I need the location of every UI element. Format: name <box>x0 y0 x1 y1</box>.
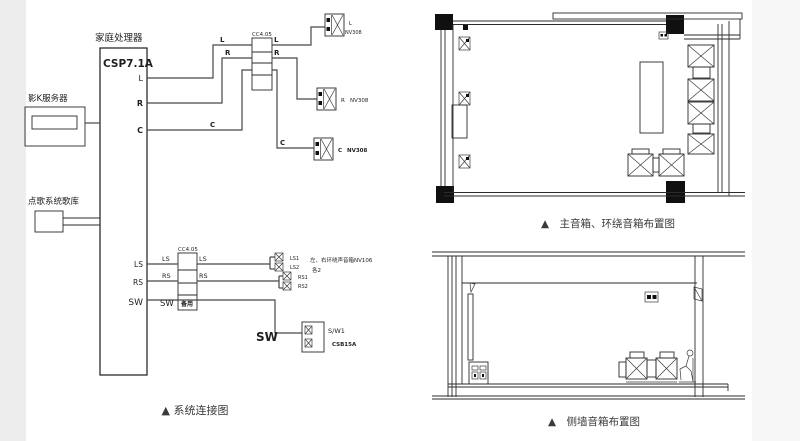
terminal-icon <box>318 101 322 105</box>
column <box>436 186 454 203</box>
elevation-structure <box>432 251 745 400</box>
port-rs: RS <box>133 278 143 287</box>
ls1-label: LS1 <box>290 256 299 262</box>
wire-r-out-label: R <box>274 49 280 57</box>
connection-diagram-caption: ▲ 系统连接图 <box>162 404 229 417</box>
wire-l-out-label: L <box>274 36 279 44</box>
column <box>666 181 685 203</box>
ls-in-label: LS <box>162 255 170 263</box>
av-server: 影K服务器 <box>24 93 100 147</box>
column <box>435 14 453 30</box>
door-hinge <box>463 25 468 30</box>
rs-in-label: RS <box>162 272 171 280</box>
surround-note-line1: 左、右环绕声音箱NV106 <box>310 256 373 264</box>
surround-speaker-icon <box>658 31 669 40</box>
speaker-l-model: NV308 <box>345 30 362 36</box>
rs2-label: RS2 <box>298 284 308 290</box>
subwoofer-model: CSB15A <box>332 342 357 348</box>
sw-big-label: SW <box>256 330 278 344</box>
seat-row-bottom <box>627 148 685 177</box>
subwoofer-label: S/W1 <box>328 327 345 335</box>
processor-box <box>99 47 148 376</box>
subwoofer-box: S/W1 CSB15A <box>301 321 357 353</box>
screen <box>467 293 474 361</box>
seated-person <box>679 349 696 383</box>
page-margin-left <box>0 0 26 441</box>
speaker-front-right: R NV308 <box>316 87 369 111</box>
wire-front-c: C C <box>147 69 314 149</box>
processor-model: CSP7.1A <box>103 58 154 70</box>
sw-in-label: SW <box>160 299 174 309</box>
column <box>666 15 684 34</box>
side-wall-elevation: ▲ 侧墙音箱布置图 <box>432 251 745 428</box>
port-c: C <box>137 126 143 135</box>
speaker-r-model: NV308 <box>350 98 369 104</box>
junction-spare-label: 备用 <box>180 300 193 308</box>
terminal-icon <box>318 92 322 96</box>
wall-speaker-icon <box>458 36 471 51</box>
plan-caption: ▲ 主音箱、环绕音箱布置图 <box>541 217 675 230</box>
plan-walls <box>440 12 745 197</box>
surround-ls-speaker-icon <box>274 252 284 272</box>
speaker-c-channel: C <box>338 148 342 154</box>
terminal-icon <box>315 151 319 155</box>
subwoofer-terminal-icon <box>304 325 313 348</box>
wire-r-in-label: R <box>225 49 231 57</box>
system-connection-diagram: 家庭处理器 CSP7.1A L R C LS RS SW 影K服务器 点歌系统歌… <box>24 13 373 417</box>
processor-label: 家庭处理器 <box>95 32 143 44</box>
wire-c-in-label: C <box>210 121 215 129</box>
port-l: L <box>139 74 144 83</box>
rs-out-label: RS <box>199 272 208 280</box>
speaker-front-center: C NV308 <box>313 137 368 161</box>
corner-speaker-icon <box>469 282 476 294</box>
port-ls: LS <box>134 260 143 269</box>
terminal-icon <box>315 142 319 146</box>
song-library-label: 点歌系统歌库 <box>28 196 80 207</box>
wire-surround-rs: RS RS RS1 RS2 <box>147 271 308 291</box>
speaker-r-channel: R <box>341 98 345 104</box>
terminal-icon <box>326 18 330 22</box>
wire-front-l: L L <box>147 26 325 79</box>
elevation-caption: ▲ 侧墙音箱布置图 <box>548 415 640 428</box>
rs1-label: RS1 <box>298 275 308 281</box>
wire-c-out-label: C <box>280 139 285 147</box>
surround-rs-speaker-icon <box>282 271 292 291</box>
port-r: R <box>137 99 143 108</box>
speaker-front-left: L NV308 <box>324 13 362 37</box>
port-sw: SW <box>128 298 143 308</box>
speaker-layout-plan: ▲ 主音箱、环绕音箱布置图 <box>435 12 745 230</box>
screen-cabinet <box>451 104 468 139</box>
wire-surround-ls: LS LS LS1 LS2 <box>147 252 299 272</box>
center-table <box>639 61 664 134</box>
song-library: 点歌系统歌库 <box>28 196 100 233</box>
wall-speaker-icon <box>458 154 471 169</box>
wall-speaker-icon <box>458 91 471 106</box>
seat-row-right <box>687 44 715 155</box>
floor-cabinet <box>468 361 489 385</box>
speaker-c-model: NV308 <box>347 148 368 154</box>
elevation-seats <box>618 351 678 383</box>
wall-surround-speaker-icon <box>644 291 659 303</box>
ls-out-label: LS <box>199 255 207 263</box>
corner-mounted-speaker-icon <box>693 286 703 302</box>
page-margin-right <box>752 0 800 441</box>
ls2-label: LS2 <box>290 265 299 271</box>
junction-box-bottom-label: CC4.05 <box>178 247 198 253</box>
wire-front-r: R R <box>147 49 317 104</box>
junction-box-top-label: CC4.05 <box>252 32 272 38</box>
junction-box-top: CC4.05 <box>251 32 273 91</box>
wire-l-in-label: L <box>220 36 225 44</box>
av-server-slot <box>31 115 78 130</box>
speaker-l-channel: L <box>349 21 352 27</box>
wire-subwoofer: SW SW <box>147 299 302 344</box>
surround-note-line2: 各2 <box>312 266 321 274</box>
terminal-icon <box>326 27 330 31</box>
av-server-label: 影K服务器 <box>28 93 68 104</box>
